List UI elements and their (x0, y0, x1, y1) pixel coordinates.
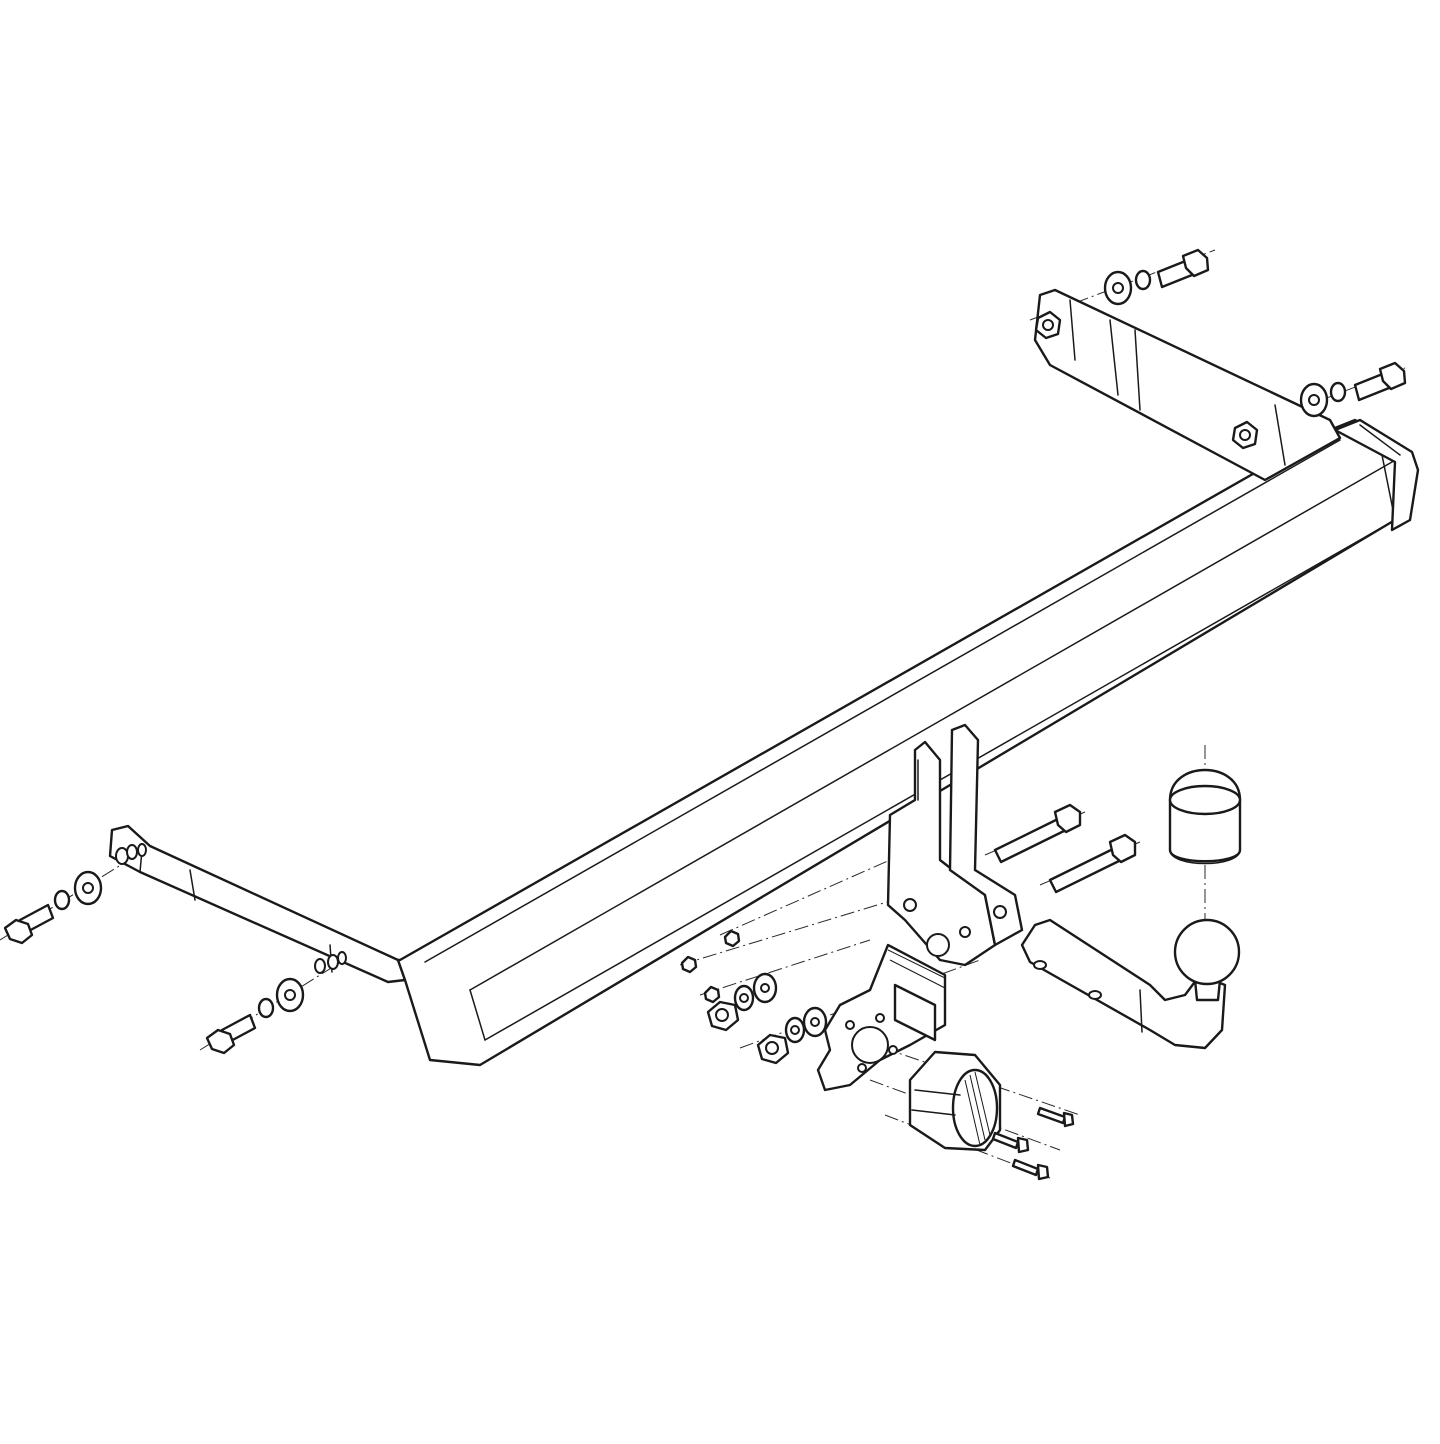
screw-icon (1036, 1106, 1075, 1128)
small-nut-icon (680, 955, 698, 974)
lock-washer-icon (53, 889, 71, 911)
small-nut-icon (703, 985, 721, 1004)
bolt-icon (3, 903, 55, 945)
small-nut-icon (723, 929, 741, 948)
screw-icon (1011, 1158, 1050, 1181)
hex-nut-icon (706, 1000, 740, 1032)
hex-nut-icon (1231, 420, 1259, 450)
ball-cover-cap (1168, 768, 1242, 865)
crossbar (396, 418, 1420, 1067)
center-socket-bracket (886, 723, 1024, 967)
hex-nut-icon (756, 1033, 790, 1065)
hex-nut-icon (1034, 310, 1062, 340)
bolt-icon (205, 1013, 257, 1055)
lock-washer-icon (1134, 269, 1152, 291)
fasteners (3, 248, 1407, 1181)
right-side-bracket (1033, 288, 1342, 482)
lock-washer-icon (257, 997, 275, 1019)
bolt-icon (1156, 248, 1210, 289)
tow-ball-neck (1020, 918, 1241, 1050)
bolt-icon (1353, 361, 1407, 402)
left-side-bracket (108, 824, 407, 984)
bolt-icon (993, 803, 1082, 864)
bolt-icon (1048, 833, 1137, 894)
socket-plate (816, 943, 947, 1092)
tow-ball-icon (1173, 918, 1241, 986)
electrical-socket (908, 1050, 1002, 1152)
screw-icon (991, 1131, 1030, 1154)
lock-washer-icon (1329, 381, 1347, 403)
